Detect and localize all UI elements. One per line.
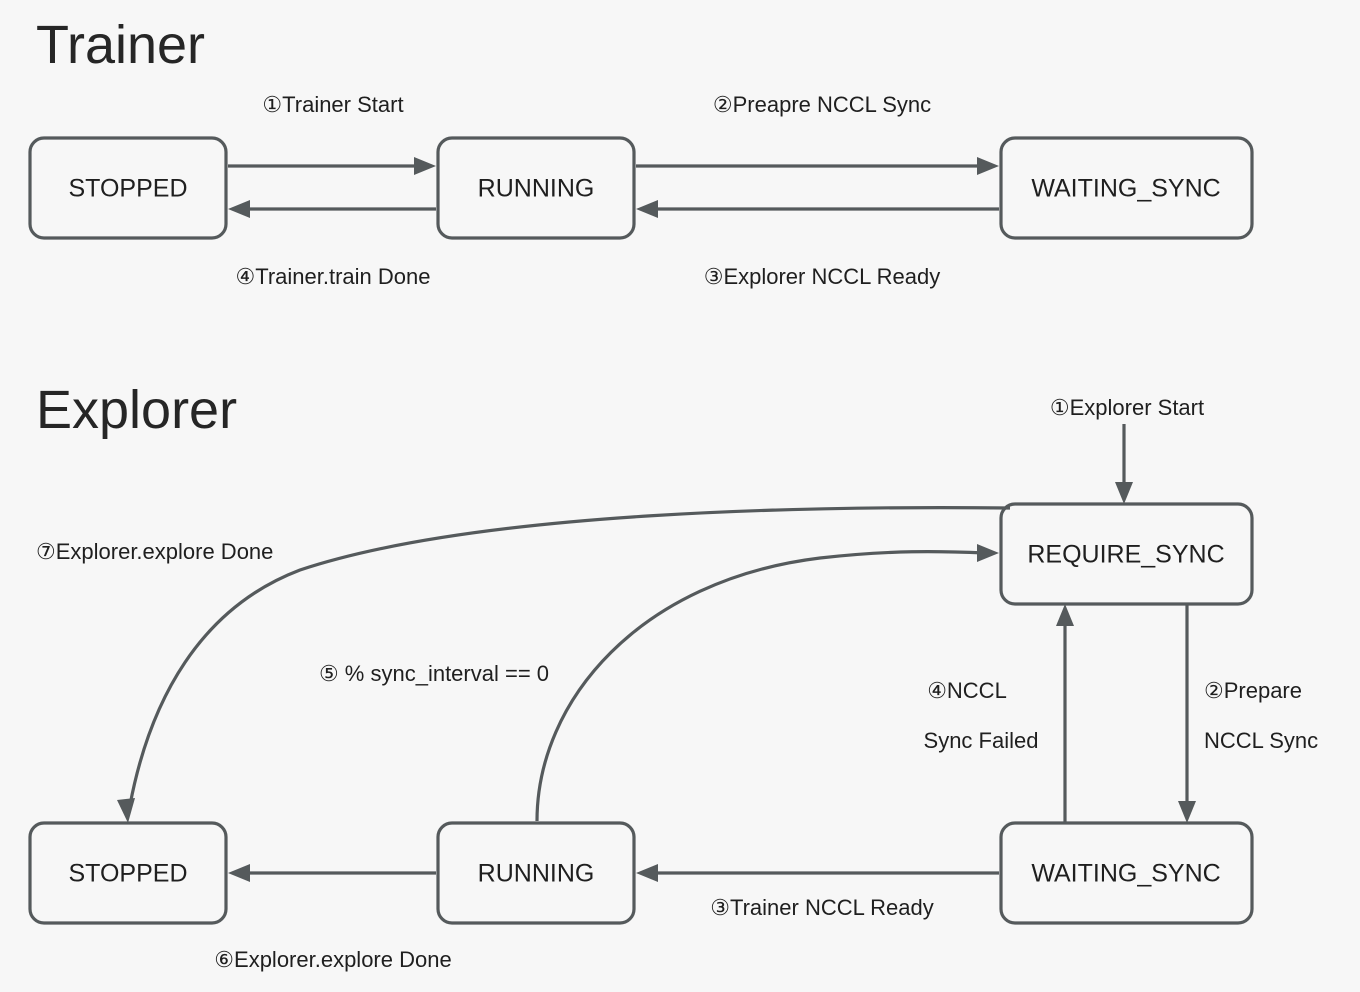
node-explorer-waiting-sync[interactable]: WAITING_SYNC — [999, 821, 1254, 925]
edge-explorer-running-to-stopped: ⑥Explorer.explore Done — [214, 864, 452, 972]
edge-explorer-waiting-sync-to-require-sync: ④NCCL Sync Failed — [924, 604, 1074, 823]
edge-explorer-require-sync-to-waiting-sync: ②Prepare NCCL Sync — [1178, 604, 1318, 823]
edge-label-explorer-explore-done-7: ⑦Explorer.explore Done — [36, 539, 273, 564]
node-explorer-require-sync-box[interactable] — [999, 502, 1254, 606]
node-trainer-running-box[interactable] — [436, 136, 636, 240]
node-trainer-stopped[interactable]: STOPPED — [28, 136, 228, 240]
node-trainer-waiting-sync-box[interactable] — [999, 136, 1254, 240]
edge-label-explorer-nccl-ready: ③Explorer NCCL Ready — [704, 264, 941, 289]
node-explorer-stopped[interactable]: STOPPED — [28, 821, 228, 925]
arrow-head-explorer-explore-done — [228, 864, 250, 882]
node-explorer-waiting-sync-label: WAITING_SYNC — [1031, 860, 1220, 888]
arrow-head-sync-interval — [977, 544, 999, 562]
node-explorer-running-label: RUNNING — [478, 860, 595, 888]
arrow-head-explorer-start — [1115, 482, 1133, 504]
section-title-explorer: Explorer — [36, 380, 237, 440]
node-explorer-stopped-label: STOPPED — [68, 860, 187, 888]
edge-explorer-explore-done-curve — [128, 506, 1011, 806]
node-trainer-stopped-box[interactable] — [28, 136, 228, 240]
arrow-head-trainer-nccl-ready — [636, 864, 658, 882]
arrow-head-trainer-start — [414, 157, 436, 175]
arrow-head-explorer-nccl-ready — [636, 200, 658, 218]
node-explorer-running[interactable]: RUNNING — [436, 821, 636, 925]
edge-label-prepare-nccl-sync: ②Preapre NCCL Sync — [713, 92, 931, 117]
edge-label-explorer-nccl-failed-line1: ④NCCL — [927, 678, 1007, 703]
node-explorer-require-sync[interactable]: REQUIRE_SYNC — [999, 502, 1254, 606]
node-trainer-waiting-sync-label: WAITING_SYNC — [1031, 175, 1220, 203]
node-explorer-waiting-sync-box[interactable] — [999, 821, 1254, 925]
section-title-trainer: Trainer — [36, 15, 205, 75]
edge-label-trainer-train-done: ④Trainer.train Done — [236, 264, 431, 289]
edge-label-explorer-nccl-failed-line2: Sync Failed — [924, 728, 1039, 753]
edge-explorer-start: ①Explorer Start — [1050, 395, 1204, 504]
edge-explorer-require-sync-to-stopped: ⑦Explorer.explore Done — [36, 506, 1011, 823]
edge-trainer-waiting-sync-to-running: ③Explorer NCCL Ready — [636, 200, 999, 289]
arrow-head-prepare-nccl-sync-down — [1178, 801, 1196, 823]
arrow-head-prepare-nccl-sync — [977, 157, 999, 175]
arrow-head-trainer-train-done — [228, 200, 250, 218]
node-explorer-require-sync-label: REQUIRE_SYNC — [1027, 541, 1224, 569]
edge-trainer-stopped-to-running: ①Trainer Start — [228, 92, 436, 175]
edge-label-explorer-start: ①Explorer Start — [1050, 395, 1204, 420]
edge-label-explorer-prepare-line2: NCCL Sync — [1204, 728, 1318, 753]
edge-label-trainer-nccl-ready: ③Trainer NCCL Ready — [710, 895, 934, 920]
edge-trainer-running-to-stopped: ④Trainer.train Done — [228, 200, 436, 289]
edge-label-explorer-prepare-line1: ②Prepare — [1204, 678, 1302, 703]
edge-trainer-running-to-waiting-sync: ②Preapre NCCL Sync — [636, 92, 999, 175]
edge-label-trainer-start: ①Trainer Start — [262, 92, 403, 117]
edge-explorer-running-to-require-sync: ⑤ % sync_interval == 0 — [319, 544, 999, 822]
node-trainer-running[interactable]: RUNNING — [436, 136, 636, 240]
arrow-head-explorer-explore-done-7 — [117, 798, 135, 823]
edge-sync-interval-curve — [535, 549, 986, 822]
node-trainer-running-label: RUNNING — [478, 175, 595, 203]
node-explorer-running-box[interactable] — [436, 821, 636, 925]
node-trainer-stopped-label: STOPPED — [68, 175, 187, 203]
node-trainer-waiting-sync[interactable]: WAITING_SYNC — [999, 136, 1254, 240]
edge-explorer-waiting-sync-to-running: ③Trainer NCCL Ready — [636, 864, 999, 920]
edge-label-sync-interval: ⑤ % sync_interval == 0 — [319, 661, 549, 686]
edge-label-explorer-explore-done-6: ⑥Explorer.explore Done — [214, 947, 451, 972]
arrow-head-nccl-sync-failed — [1056, 604, 1074, 626]
